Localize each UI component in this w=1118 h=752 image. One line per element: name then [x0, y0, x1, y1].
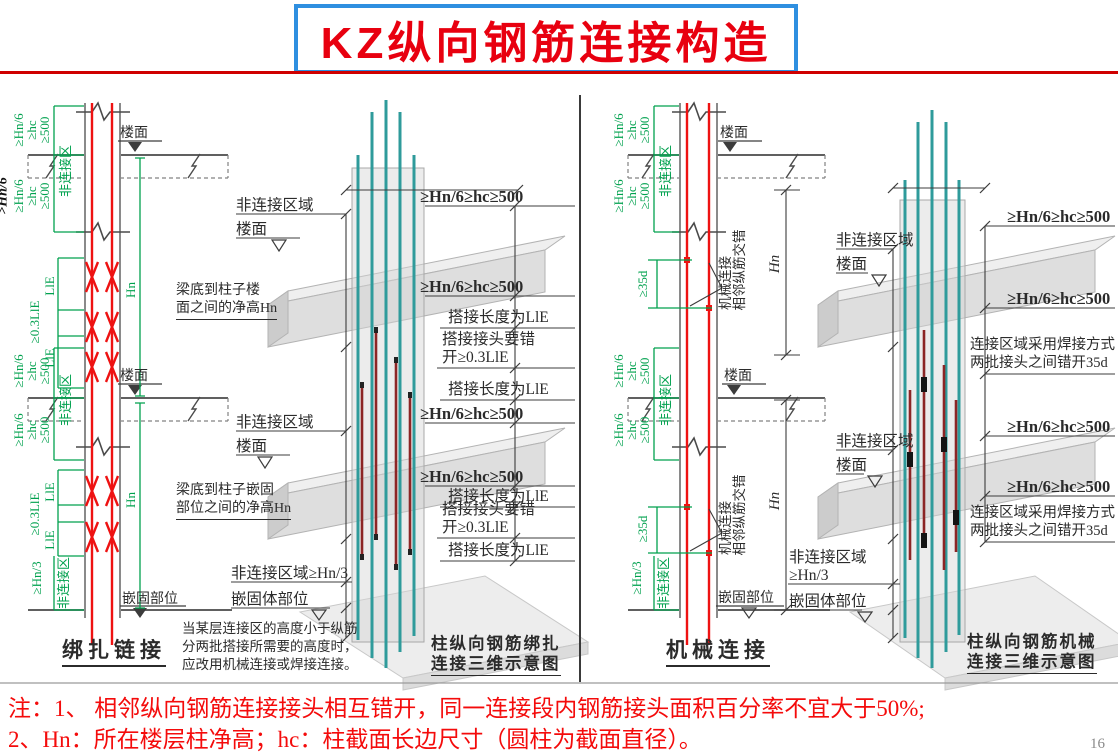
dim-03lle-label: ≥0.3LlE	[27, 492, 43, 536]
floor-label: 楼面	[720, 126, 748, 141]
dim-500-label: ≥500	[37, 116, 53, 144]
non-connect-area-label: 非连接区域	[836, 433, 914, 450]
dim-500-label: ≥500	[637, 357, 653, 385]
dim-500-label: ≥500	[37, 357, 53, 385]
title-rule	[0, 71, 1118, 74]
dim-500-label: ≥500	[37, 182, 53, 210]
combo-dim-label: ≥Hn/6≥hc≥500	[1007, 417, 1111, 436]
dim-hn-label: Hn	[123, 492, 139, 508]
combo-dim-label: ≥Hn/6≥hc≥500	[1007, 289, 1111, 308]
embed-body-label: 嵌固体部位	[789, 593, 867, 610]
combo-dim-label: ≥Hn/6≥hc≥500	[420, 467, 524, 486]
non-connect-zone-label: 非连接区	[56, 556, 72, 610]
middle-3d-caption-line2: 连接三维示意图	[431, 654, 561, 676]
combo-dim-label: ≥Hn/6≥hc≥500	[420, 404, 524, 423]
weld-note-line1: 连接区域采用焊接方式	[970, 505, 1115, 521]
mech-cross-label-line1: 相邻纵筋交错	[731, 474, 747, 556]
non-connect-zone-label: 非连接区	[658, 373, 674, 427]
beam-note-embed-line1: 梁底到柱子嵌固	[176, 483, 274, 498]
beam-note-floor-line1: 梁底到柱子楼	[176, 283, 260, 298]
combo-dim-label: ≥Hn/6≥hc≥500	[1007, 207, 1111, 226]
lap-stagger-line1: 搭接接头要错	[442, 501, 536, 518]
non-connect-zone-label: 非连接区	[58, 144, 74, 198]
lap-length-label: 搭接长度为LlE	[448, 542, 549, 559]
mech-cross-label-line2: 机械连接	[717, 501, 733, 555]
combo-dim-label: ≥Hn/6≥hc≥500	[420, 187, 524, 206]
dim-lle-label: LlE	[42, 482, 58, 502]
beam-note-embed-line2: 部位之间的净高Hn	[176, 501, 292, 520]
dim-hn-label: Hn	[767, 254, 783, 274]
beam-note-floor-line2: 面之间的净高Hn	[176, 301, 278, 320]
combo-dim-label: ≥Hn/6≥hc≥500	[420, 277, 524, 296]
non-connect-zone-label: 非连接区	[658, 144, 674, 198]
left-elevation-drawing	[27, 101, 232, 645]
floor-label: 楼面	[836, 256, 868, 273]
middle-3d-drawing	[231, 100, 590, 691]
non-connect-area-label: 非连接区域	[236, 414, 314, 431]
lap-length-label: 搭接长度为LlE	[448, 488, 549, 505]
floor-label: 楼面	[120, 369, 148, 384]
dim-35d-label: ≥35d	[635, 270, 651, 298]
left-caption: 绑扎链接	[62, 638, 166, 668]
middle-3d-caption-line1: 柱纵向钢筋绑扎	[431, 634, 561, 653]
non-connect-area-label: 非连接区域	[236, 197, 314, 214]
floor-label: 楼面	[236, 438, 268, 455]
dim-lle-label: LlE	[42, 530, 58, 550]
dim-hn3-label: ≥Hn/3	[29, 561, 45, 595]
floor-label: 楼面	[724, 369, 752, 384]
dim-35d-label: ≥35d	[635, 515, 651, 543]
mech-cross-label-line2: 机械连接	[717, 256, 733, 310]
non-connect-zone-label: 非连接区	[656, 556, 672, 610]
embed-label: 嵌固部位	[122, 592, 178, 607]
non-connect-area-label: 非连接区域	[836, 232, 914, 249]
non-connect-zone-label: 非连接区	[58, 373, 74, 427]
right-caption: 机械连接	[666, 638, 770, 668]
right-3d-caption-line2: 连接三维示意图	[967, 652, 1097, 674]
dim-03lle-label: ≥0.3LlE	[27, 300, 43, 344]
dim-hn3-label: ≥Hn/3	[789, 567, 829, 584]
footer-note-1: 注：1、 相邻纵向钢筋连接接头相互错开，同一连接段内钢筋接头面积百分率不宜大于5…	[8, 696, 925, 721]
lap-stagger-line2: 开≥0.3LlE	[442, 349, 509, 366]
combo-dim-label: ≥Hn/6≥hc≥500	[1007, 477, 1111, 496]
right-3d-caption-line1: 柱纵向钢筋机械	[967, 632, 1097, 651]
footer-note-2: 2、Hn：所在楼层柱净高；hc：柱截面长边尺寸（圆柱为截面直径）。	[8, 727, 702, 752]
non-connect-hn3-label: 非连接区域≥Hn/3	[231, 565, 349, 582]
weld-note-line2: 两批接头之间错开35d	[970, 523, 1108, 539]
dim-lle-label: LlE	[42, 276, 58, 296]
dim-500-label: ≥500	[637, 416, 653, 444]
dim-hn-label: Hn	[767, 491, 783, 511]
page-number: 16	[1090, 736, 1105, 752]
floor-label: 楼面	[236, 221, 268, 238]
lap-stagger-line2: 开≥0.3LlE	[442, 519, 509, 536]
dim-500-label: ≥500	[637, 182, 653, 210]
non-connect-area-label: 非连接区域	[789, 549, 867, 566]
right-elevation-drawing	[627, 101, 830, 645]
warning-line3: 应改用机械连接或焊接连接。	[182, 657, 358, 672]
title-box: KZ纵向钢筋连接构造	[294, 4, 798, 74]
dim-hn-label: Hn	[123, 282, 139, 298]
floor-label: 楼面	[120, 126, 148, 141]
mech-cross-label-line1: 相邻纵筋交错	[731, 229, 747, 311]
page-title: KZ纵向钢筋连接构造	[320, 19, 772, 68]
weld-note-line1: 连接区域采用焊接方式	[970, 337, 1115, 353]
lap-length-label: 搭接长度为LlE	[448, 309, 549, 326]
embed-body-label: 嵌固体部位	[231, 591, 309, 608]
dim-500-label: ≥500	[37, 416, 53, 444]
dim-hn3-label: ≥Hn/3	[629, 561, 645, 595]
floor-label: 楼面	[836, 457, 868, 474]
warning-line2: 分两批搭接所需要的高度时，	[182, 639, 358, 654]
lap-length-label: 搭接长度为LlE	[448, 381, 549, 398]
right-3d-drawing	[774, 110, 1118, 691]
lap-stagger-line1: 搭接接头要错	[442, 331, 536, 348]
weld-note-line2: 两批接头之间错开35d	[970, 355, 1108, 371]
warning-line1: 当某层连接区的高度小于纵筋	[182, 621, 358, 636]
dim-500-label: ≥500	[637, 116, 653, 144]
embed-label: 嵌固部位	[718, 591, 774, 606]
